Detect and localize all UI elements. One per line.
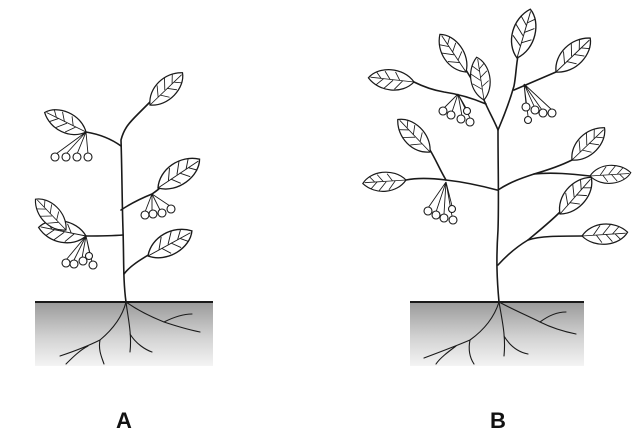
panel-label-a: A: [116, 408, 132, 434]
panel-label-b: B: [490, 408, 506, 434]
soil-a: [35, 302, 213, 366]
plant-a: [30, 67, 213, 366]
leaves-b: [363, 6, 631, 244]
stems-b: [406, 56, 590, 302]
soil-b: [410, 302, 584, 366]
plant-b: [363, 6, 631, 366]
berry-clusters-b: [424, 84, 556, 224]
